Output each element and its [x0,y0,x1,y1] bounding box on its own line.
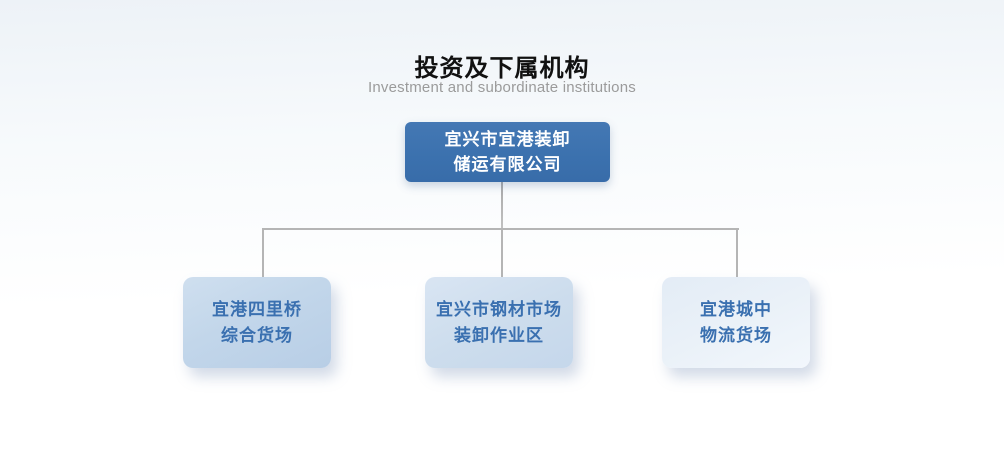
page-title: 投资及下属机构 [414,55,590,82]
org-node-child-2: 宜兴市钢材市场 装卸作业区 [425,277,573,368]
org-node-child-3-line1: 宜港城中 [700,299,772,319]
org-node-child-2-line1: 宜兴市钢材市场 [436,299,562,319]
org-node-root: 宜兴市宜港装卸 储运有限公司 [405,122,610,182]
org-node-child-1-line1: 宜港四里桥 [212,299,302,319]
org-node-child-2-line2: 装卸作业区 [454,325,544,345]
connector-child-1-vertical [262,228,264,278]
page-subtitle: Investment and subordinate institutions [368,79,636,96]
connector-child-3-vertical [736,228,738,278]
connector-horizontal [262,228,739,230]
org-node-child-1: 宜港四里桥 综合货场 [183,277,331,368]
org-node-child-1-line2: 综合货场 [221,325,293,345]
org-node-child-3-line2: 物流货场 [700,325,772,345]
org-node-root-line1: 宜兴市宜港装卸 [444,130,571,149]
org-node-root-line2: 储运有限公司 [453,155,562,174]
connector-root-vertical [501,182,503,230]
connector-child-2-vertical [501,228,503,279]
org-node-child-3: 宜港城中 物流货场 [662,277,810,368]
